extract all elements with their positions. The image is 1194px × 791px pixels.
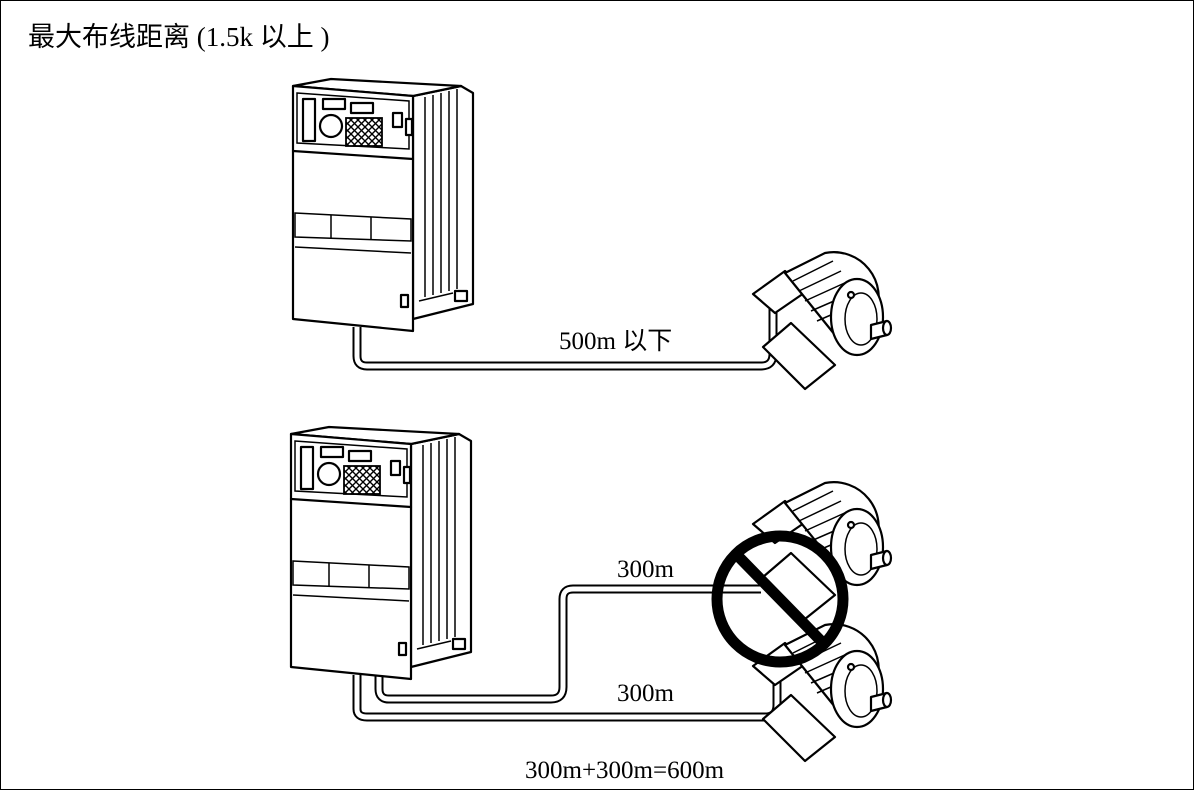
prohibition-sign-icon bbox=[711, 530, 849, 668]
inverter-unit-icon bbox=[289, 425, 473, 681]
diagram-title: 最大布线距离 (1.5k 以上 ) bbox=[28, 22, 329, 52]
total-distance-label: 300m+300m=600m bbox=[525, 757, 725, 784]
lower-cable-label: 300m bbox=[617, 680, 675, 707]
single-motor-example: 500m 以下 bbox=[291, 77, 893, 391]
parallel-motor-example: 300m 300m 300m+300m=600m bbox=[289, 425, 893, 784]
single-distance-label: 500m 以下 bbox=[559, 328, 672, 355]
inverter-unit-icon bbox=[291, 77, 475, 333]
upper-cable-label: 300m bbox=[617, 556, 675, 583]
